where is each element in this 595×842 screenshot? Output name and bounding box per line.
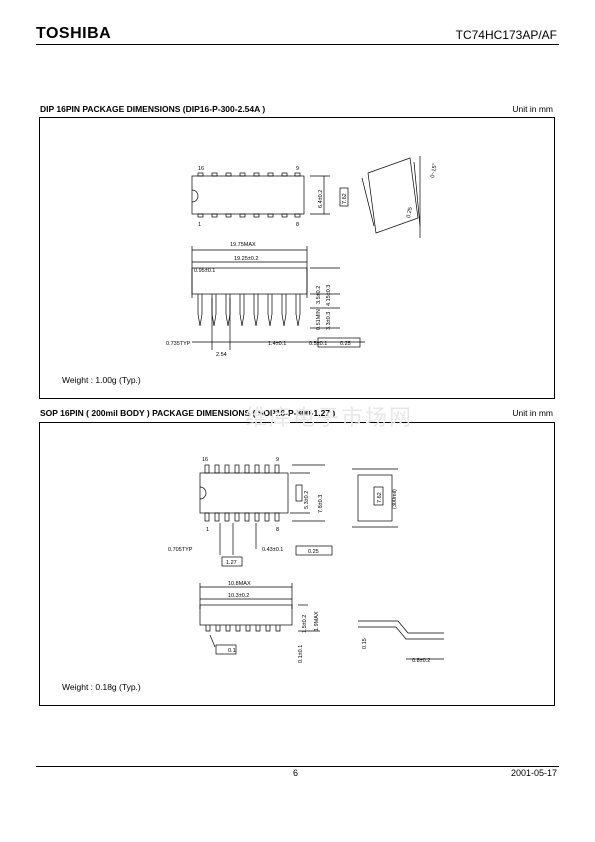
sop-package-drawing: 16 9 1 8 5.3±0.2 7.8±0.3 7.62 (300mil) 0… <box>62 457 444 692</box>
sop-row-label: 7.62 <box>377 492 383 503</box>
sop-pin16-label: 16 <box>202 457 208 463</box>
dip-body-length-label: 19.25±0.2 <box>234 256 258 262</box>
sop-unit-label: Unit in mm <box>512 408 553 418</box>
sop-body-w-label: 5.3±0.2 <box>304 491 310 509</box>
dip-notch <box>191 189 199 203</box>
sop-mil-label: (300mil) <box>392 489 398 509</box>
dip-typ-label: 0.735TYP <box>166 341 191 347</box>
sop-h-max-label: 1.9MAX <box>314 611 320 631</box>
dip-h2-label: 4.15±0.3 <box>326 285 332 306</box>
watermark: 维库电子市场网 <box>245 406 414 431</box>
dip-h1-label: 3.5±0.2 <box>316 286 322 304</box>
dip-leadlen-label: 3.3±0.3 <box>326 312 332 330</box>
sop-pin1-label: 1 <box>206 527 209 533</box>
dip-pin8-label: 8 <box>296 222 299 228</box>
sop-top-body <box>199 472 289 514</box>
dip-top-body <box>191 175 305 215</box>
sop-pitch-label: 1.27 <box>226 560 237 566</box>
sop-overall-w-label: 7.8±0.3 <box>318 495 324 513</box>
dip-lead-n-label: 0.5±0.1 <box>309 341 327 347</box>
dip-standoff-label: 0.95±0.1 <box>194 268 215 274</box>
sop-side-leads <box>205 625 281 632</box>
footer-rule <box>36 766 559 767</box>
sop-pin8-label: 8 <box>276 527 279 533</box>
dip-lead-w-label: 1.4±0.1 <box>268 341 286 347</box>
dip-pitch-label: 2.54 <box>216 352 227 358</box>
dip-weight: Weight : 1.00g (Typ.) <box>62 375 141 385</box>
dip-top-pins <box>197 172 301 218</box>
revision-date: 2001-05-17 <box>510 768 557 778</box>
sop-body-length-label: 10.3±0.2 <box>228 593 249 599</box>
sop-thick-label: 0.15 <box>362 638 368 649</box>
sop-typ-label: 0.705TYP <box>168 547 193 553</box>
dip-section-title: DIP 16PIN PACKAGE DIMENSIONS (DIP16-P-30… <box>40 104 266 114</box>
sop-section-title: SOP 16PIN ( 200mil BODY ) PACKAGE DIMENS… <box>40 408 336 418</box>
dip-tol-label: 0.25 <box>340 341 351 347</box>
sop-end-body <box>357 474 393 522</box>
dip-side-leads <box>197 294 301 327</box>
sop-flat-label: 0.1 <box>228 648 236 654</box>
page-number: 6 <box>293 768 299 778</box>
dip-minseat-label: 0.51MIN <box>316 309 322 330</box>
dip-package-drawing: 16 9 1 8 6.4±0.2 7.62 0~15° 0.25 19.75MA… <box>62 156 439 385</box>
dip-pitch-row-label: 7.62 <box>342 193 348 204</box>
sop-notch <box>199 486 207 500</box>
sop-drawing-frame <box>39 422 555 706</box>
dip-max-length-label: 19.75MAX <box>230 242 256 248</box>
sop-tol-label: 0.25 <box>308 549 319 555</box>
dip-pin1-label: 1 <box>198 222 201 228</box>
sop-foot-label: 0.8±0.2 <box>412 658 430 664</box>
part-number: TC74HC173AP/AF <box>455 28 557 42</box>
dip-unit-label: Unit in mm <box>512 104 553 114</box>
sop-side-body <box>199 604 293 626</box>
sop-standoff-label: 0.1±0.1 <box>298 645 304 663</box>
dip-drawing-frame <box>39 117 555 399</box>
dip-end-body <box>367 157 419 234</box>
dip-width-label: 6.4±0.2 <box>318 190 324 208</box>
dip-angle-label: 0~15° <box>430 163 438 178</box>
brand-logo: TOSHIBA <box>36 25 112 42</box>
sop-weight: Weight : 0.18g (Typ.) <box>62 682 141 692</box>
header-rule <box>36 44 559 45</box>
dip-pin9-label: 9 <box>296 166 299 172</box>
sop-lead-detail <box>358 620 444 634</box>
sop-max-length-label: 10.8MAX <box>228 581 251 587</box>
sop-lead-w-label: 0.43±0.1 <box>262 547 283 553</box>
dip-pin16-label: 16 <box>198 166 204 172</box>
sop-h-body-label: 1.5±0.2 <box>302 615 308 633</box>
dip-lead-thick-label: 0.25 <box>406 207 414 219</box>
sop-pin9-label: 9 <box>276 457 279 463</box>
sop-top-pins <box>204 464 280 522</box>
